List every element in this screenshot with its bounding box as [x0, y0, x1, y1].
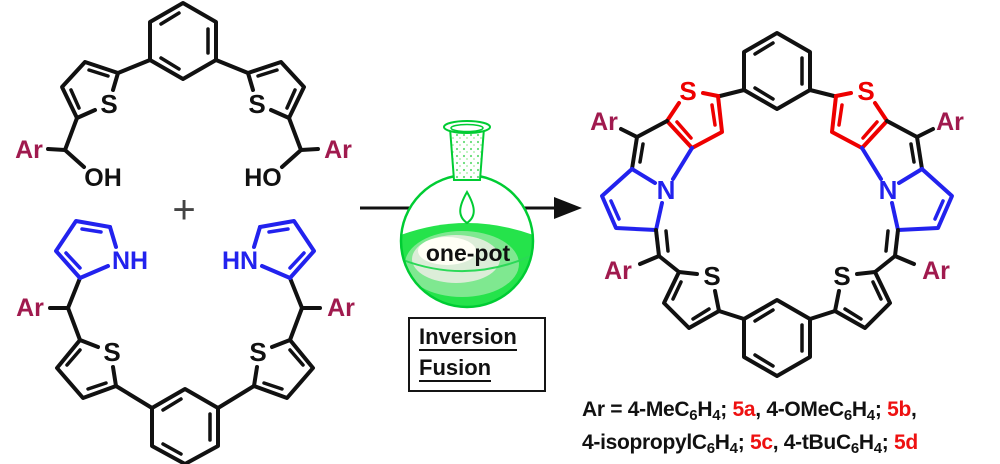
meso-carbon-right: [288, 276, 322, 342]
flask-liquid: [401, 223, 533, 307]
round-bottom-flask: one-pot: [399, 120, 535, 309]
nitrogen-label: N: [657, 175, 676, 205]
meso-carbon-top-left: [619, 119, 669, 171]
compound-label-5b: 5b: [887, 398, 911, 421]
sulfur-label: S: [249, 337, 266, 367]
aryl-thiophene-bond: [216, 384, 256, 410]
thiophene-ring-bottom-left: [662, 270, 746, 330]
benzene-ring-top: [742, 31, 812, 111]
compound-label-5a: 5a: [732, 398, 756, 421]
aryl-thiophene-bond: [114, 384, 154, 410]
meso-carbon-top-right: [885, 119, 935, 171]
hydroxyl-label: OH: [84, 164, 122, 192]
aryl-thiophene-bond: [214, 58, 250, 75]
aryl-label: Ar: [590, 108, 618, 136]
hydroxyl-label: HO: [244, 164, 282, 192]
conditions-line-1: Inversion: [419, 321, 535, 352]
liquid-drop-icon: [459, 189, 475, 225]
benzene-ring-bottom: [742, 298, 812, 378]
carbinol-right: [280, 116, 320, 169]
compound-label-5d: 5d: [894, 431, 918, 454]
ar-definitions-caption: Ar = 4-MeC6H4; 5a, 4-OMeC6H4; 5b, 4-isop…: [582, 396, 1000, 462]
thiophene-ring-right: [252, 338, 315, 400]
plus-sign: +: [172, 188, 195, 232]
n-fused-pyrrole-right: [860, 146, 954, 232]
fused-thiophene-red-right: [830, 91, 889, 150]
aryl-label: Ar: [324, 136, 352, 164]
sulfur-label: S: [103, 337, 120, 367]
sulfur-label: S: [833, 261, 850, 291]
pyrrole-ring-right: [252, 219, 316, 280]
benzene-ring: [150, 387, 220, 464]
sulfur-label: S: [703, 261, 720, 291]
pyrrole-ring-left: [54, 219, 118, 280]
caption-line-2: 4-isopropylC6H4; 5c, 4-tBuC6H4; 5d: [582, 431, 918, 457]
sulfur-label-red: S: [679, 76, 696, 106]
sulfur-label-red: S: [857, 76, 874, 106]
compound-label-5c: 5c: [749, 431, 773, 454]
pyrrole-nh-label: NH: [112, 247, 148, 275]
flask-neck-opening: [450, 123, 484, 133]
reactant-dipyrrole: [48, 219, 322, 464]
nitrogen-label: N: [879, 175, 898, 205]
meso-carbon-left: [48, 276, 82, 342]
aryl-thiophene-bond: [116, 58, 152, 75]
reactant-diol: [46, 1, 320, 169]
arrow-head: [554, 197, 582, 219]
fused-thiophene-red-left: [665, 91, 724, 150]
sulfur-label: S: [248, 89, 265, 119]
conditions-text: Inversion: [419, 324, 517, 351]
aryl-label: Ar: [15, 136, 43, 164]
conditions-box: Inversion Fusion: [408, 317, 546, 393]
product-macrocycle: [600, 31, 954, 378]
caption-line-1: Ar = 4-MeC6H4; 5a, 4-OMeC6H4; 5b,: [582, 398, 917, 424]
aryl-thiophene-bond: [718, 88, 746, 98]
aryl-label: Ar: [16, 294, 44, 322]
thiophene-ring-right: [246, 60, 306, 120]
carbinol-left: [46, 116, 86, 169]
n-fused-pyrrole-left: [600, 146, 694, 232]
aryl-label: Ar: [327, 294, 355, 322]
exocyclic-double-bond-left: [638, 228, 681, 274]
aryl-thiophene-bond: [808, 88, 836, 98]
benzene-ring: [148, 1, 218, 81]
one-pot-label: one-pot: [426, 240, 511, 266]
conditions-line-2: Fusion: [419, 352, 535, 383]
thiophene-ring-left: [55, 338, 118, 400]
conditions-text: Fusion: [419, 355, 492, 383]
pyrrole-nh-label: HN: [222, 247, 258, 275]
aryl-label: Ar: [604, 257, 632, 285]
thiophene-ring-left: [60, 60, 120, 120]
aryl-label: Ar: [922, 257, 950, 285]
aryl-label: Ar: [936, 108, 964, 136]
thiophene-ring-bottom-right: [808, 270, 892, 330]
sulfur-label: S: [100, 89, 117, 119]
exocyclic-double-bond-right: [873, 228, 916, 274]
flask-neck: [448, 127, 486, 181]
